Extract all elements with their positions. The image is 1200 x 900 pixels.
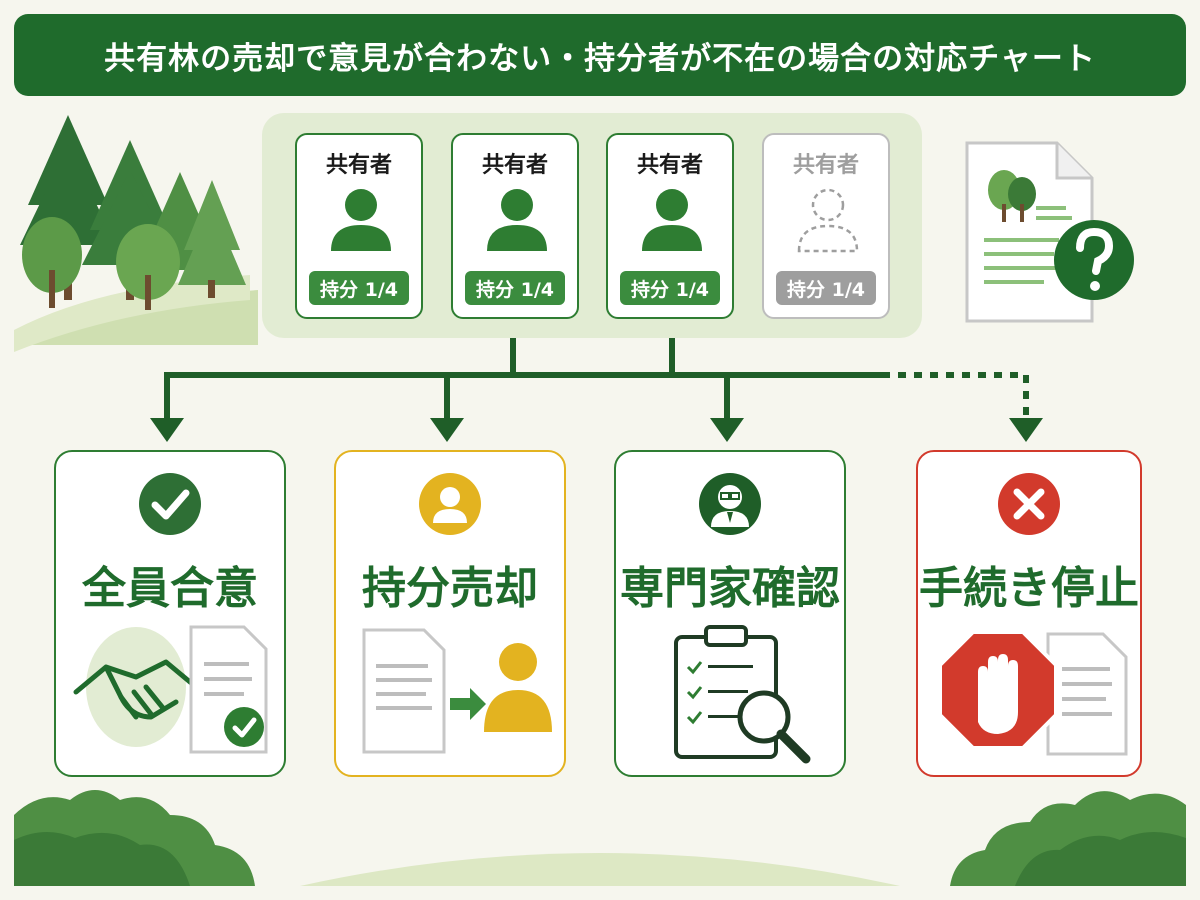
cross-icon xyxy=(998,473,1060,535)
arrow-right-icon xyxy=(450,688,486,720)
share-badge: 持分 1/4 xyxy=(776,271,876,305)
outcome-title: 専門家確認 xyxy=(620,563,840,614)
owner-card-absent: 共有者 持分 1/4 xyxy=(762,133,890,319)
outcome-title: 手続き停止 xyxy=(919,563,1139,614)
arrow-down-icon xyxy=(430,418,464,442)
chart-title: 共有林の売却で意見が合わない・持分者が不在の場合の対応チャート xyxy=(104,40,1096,77)
owner-label: 共有者 xyxy=(325,153,392,178)
expert-icon xyxy=(699,473,761,535)
forest-left-icon xyxy=(20,115,246,310)
document-transfer-icon xyxy=(362,628,552,754)
outcome-title: 持分売却 xyxy=(362,563,538,614)
handshake-document-icon xyxy=(73,625,268,754)
owner-card: 共有者 持分 1/4 xyxy=(606,133,734,319)
share-badge: 持分 1/4 xyxy=(620,271,720,305)
arrow-down-icon xyxy=(710,418,744,442)
stop-hand-document-icon xyxy=(938,630,1128,756)
person-icon xyxy=(487,189,547,251)
outcome-card-procedure-stop: 手続き停止 xyxy=(916,450,1142,777)
absent-person-icon xyxy=(797,188,859,253)
owner-card: 共有者 持分 1/4 xyxy=(451,133,579,319)
outcome-title: 全員合意 xyxy=(82,563,258,614)
outcome-card-expert-check: 専門家確認 xyxy=(614,450,846,777)
person-icon xyxy=(331,189,391,251)
person-icon xyxy=(419,473,481,535)
person-icon xyxy=(642,189,702,251)
outcome-card-agreement: 全員合意 xyxy=(54,450,286,777)
check-icon xyxy=(139,473,201,535)
title-banner: 共有林の売却で意見が合わない・持分者が不在の場合の対応チャート xyxy=(14,14,1186,96)
owner-label: 共有者 xyxy=(792,153,859,178)
share-badge: 持分 1/4 xyxy=(465,271,565,305)
owner-label: 共有者 xyxy=(636,153,703,178)
share-badge: 持分 1/4 xyxy=(309,271,409,305)
arrow-down-icon xyxy=(150,418,184,442)
owner-label: 共有者 xyxy=(481,153,548,178)
document-question-icon xyxy=(965,141,1134,323)
owner-card: 共有者 持分 1/4 xyxy=(295,133,423,319)
arrow-down-icon xyxy=(1009,418,1043,442)
outcome-card-share-sale: 持分売却 xyxy=(334,450,566,777)
clipboard-magnifier-icon xyxy=(674,625,811,764)
